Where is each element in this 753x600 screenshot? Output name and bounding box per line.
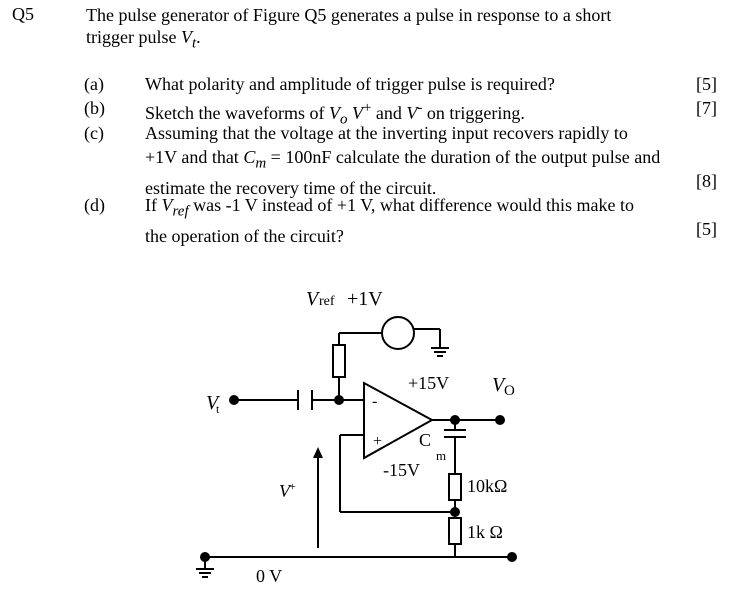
part-label: (b)	[84, 98, 105, 118]
vplus-sup: +	[289, 479, 296, 493]
vt-sub: t	[216, 402, 220, 416]
part-marks: [5]	[696, 219, 717, 239]
part-text: If Vref was -1 V instead of +1 V, what d…	[145, 195, 635, 246]
vref-sub: ref	[319, 294, 335, 309]
vref-label: V	[306, 288, 321, 310]
cap-label: C	[419, 430, 431, 450]
op-amp	[363, 381, 435, 460]
part-marks: [5]	[696, 74, 717, 94]
node-ground-right	[507, 552, 517, 562]
r1-label: 10kΩ	[467, 476, 507, 496]
part-label: (d)	[84, 195, 105, 215]
noninverting-sign: +	[373, 433, 382, 450]
question-intro: The pulse generator of Figure Q5 generat…	[86, 4, 726, 55]
part-marks: [8]	[696, 171, 717, 191]
question-number: Q5	[12, 4, 34, 24]
vplus-label: V	[279, 481, 292, 501]
part-label: (a)	[84, 74, 104, 94]
resistor-10k	[448, 473, 462, 501]
node-out	[450, 415, 460, 425]
ground-label: 0 V	[256, 566, 282, 586]
resistor-1k	[448, 517, 462, 545]
part-text: Assuming that the voltage at the inverti…	[145, 123, 661, 198]
vo-label: V	[492, 374, 507, 396]
part-marks: [7]	[696, 98, 717, 118]
r2-label: 1k Ω	[467, 522, 503, 542]
node-feedback	[450, 507, 460, 517]
vminus-supply-label: -15V	[383, 460, 420, 480]
node-inv	[334, 395, 344, 405]
part-label: (c)	[84, 123, 104, 143]
intro-line-1: The pulse generator of Figure Q5 generat…	[86, 5, 612, 25]
vref-source	[381, 316, 415, 350]
resistor-vref	[332, 344, 346, 378]
node-vt	[229, 395, 239, 405]
vplus-supply-label: +15V	[408, 373, 449, 393]
intro-line-2: trigger pulse Vt.	[86, 27, 201, 52]
vref-value: +1V	[347, 288, 383, 310]
node-vo	[495, 415, 505, 425]
vo-sub: O	[504, 383, 515, 399]
cap-sub: m	[436, 448, 446, 463]
vt-label: V	[206, 392, 221, 414]
part-text: Sketch the waveforms of Vo V+ and V- on …	[145, 100, 525, 128]
part-text: What polarity and amplitude of trigger p…	[145, 74, 555, 94]
inverting-sign: -	[372, 393, 377, 410]
node-ground-left	[200, 552, 210, 562]
